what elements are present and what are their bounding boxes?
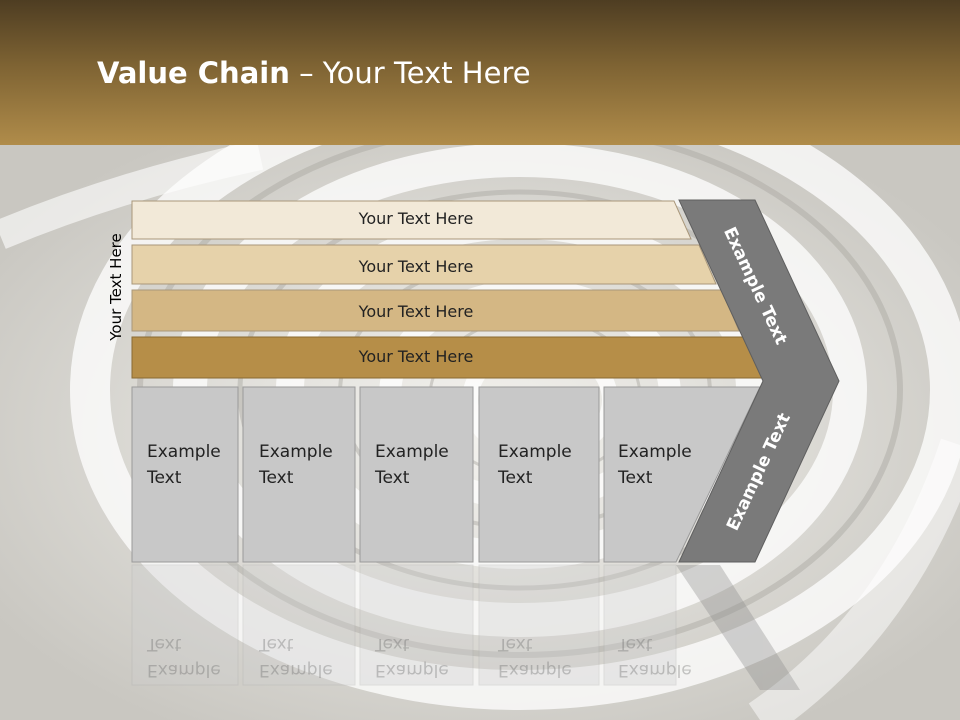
- activity-box-3[interactable]: [359, 386, 474, 563]
- bar-3-label: Your Text Here: [358, 302, 474, 321]
- chevron-arrow[interactable]: [678, 199, 840, 563]
- title-bold: Value Chain: [97, 56, 290, 90]
- box-4-label: Example Text: [498, 442, 572, 488]
- bar-4-label: Your Text Here: [358, 347, 474, 366]
- bar-1-label: Your Text Here: [358, 209, 474, 228]
- activity-box-5[interactable]: [603, 386, 761, 563]
- activity-box-1[interactable]: [131, 386, 239, 563]
- box-5-reflection-label: Example Text: [618, 634, 692, 680]
- slide-title: Value Chain – Your Text Here: [97, 56, 531, 90]
- bar-2-label: Your Text Here: [358, 257, 474, 276]
- bar-3[interactable]: [131, 289, 740, 332]
- box-3-reflection-label: Example Text: [375, 634, 449, 680]
- bar-1[interactable]: [131, 200, 692, 240]
- box-3-label: Example Text: [375, 442, 449, 488]
- box-2-label: Example Text: [259, 442, 333, 488]
- box-5-label: Example Text: [618, 442, 692, 488]
- activity-box-2[interactable]: [242, 386, 356, 563]
- boxes-reflection: [131, 564, 800, 690]
- box-1-label: Example Text: [147, 442, 221, 488]
- activity-box-4[interactable]: [478, 386, 600, 563]
- box-1-reflection-label: Example Text: [147, 634, 221, 680]
- box-2-reflection-label: Example Text: [259, 634, 333, 680]
- title-rest: – Your Text Here: [289, 56, 531, 90]
- header-band: [0, 0, 960, 145]
- box-4-reflection-label: Example Text: [498, 634, 572, 680]
- bar-2[interactable]: [131, 244, 717, 285]
